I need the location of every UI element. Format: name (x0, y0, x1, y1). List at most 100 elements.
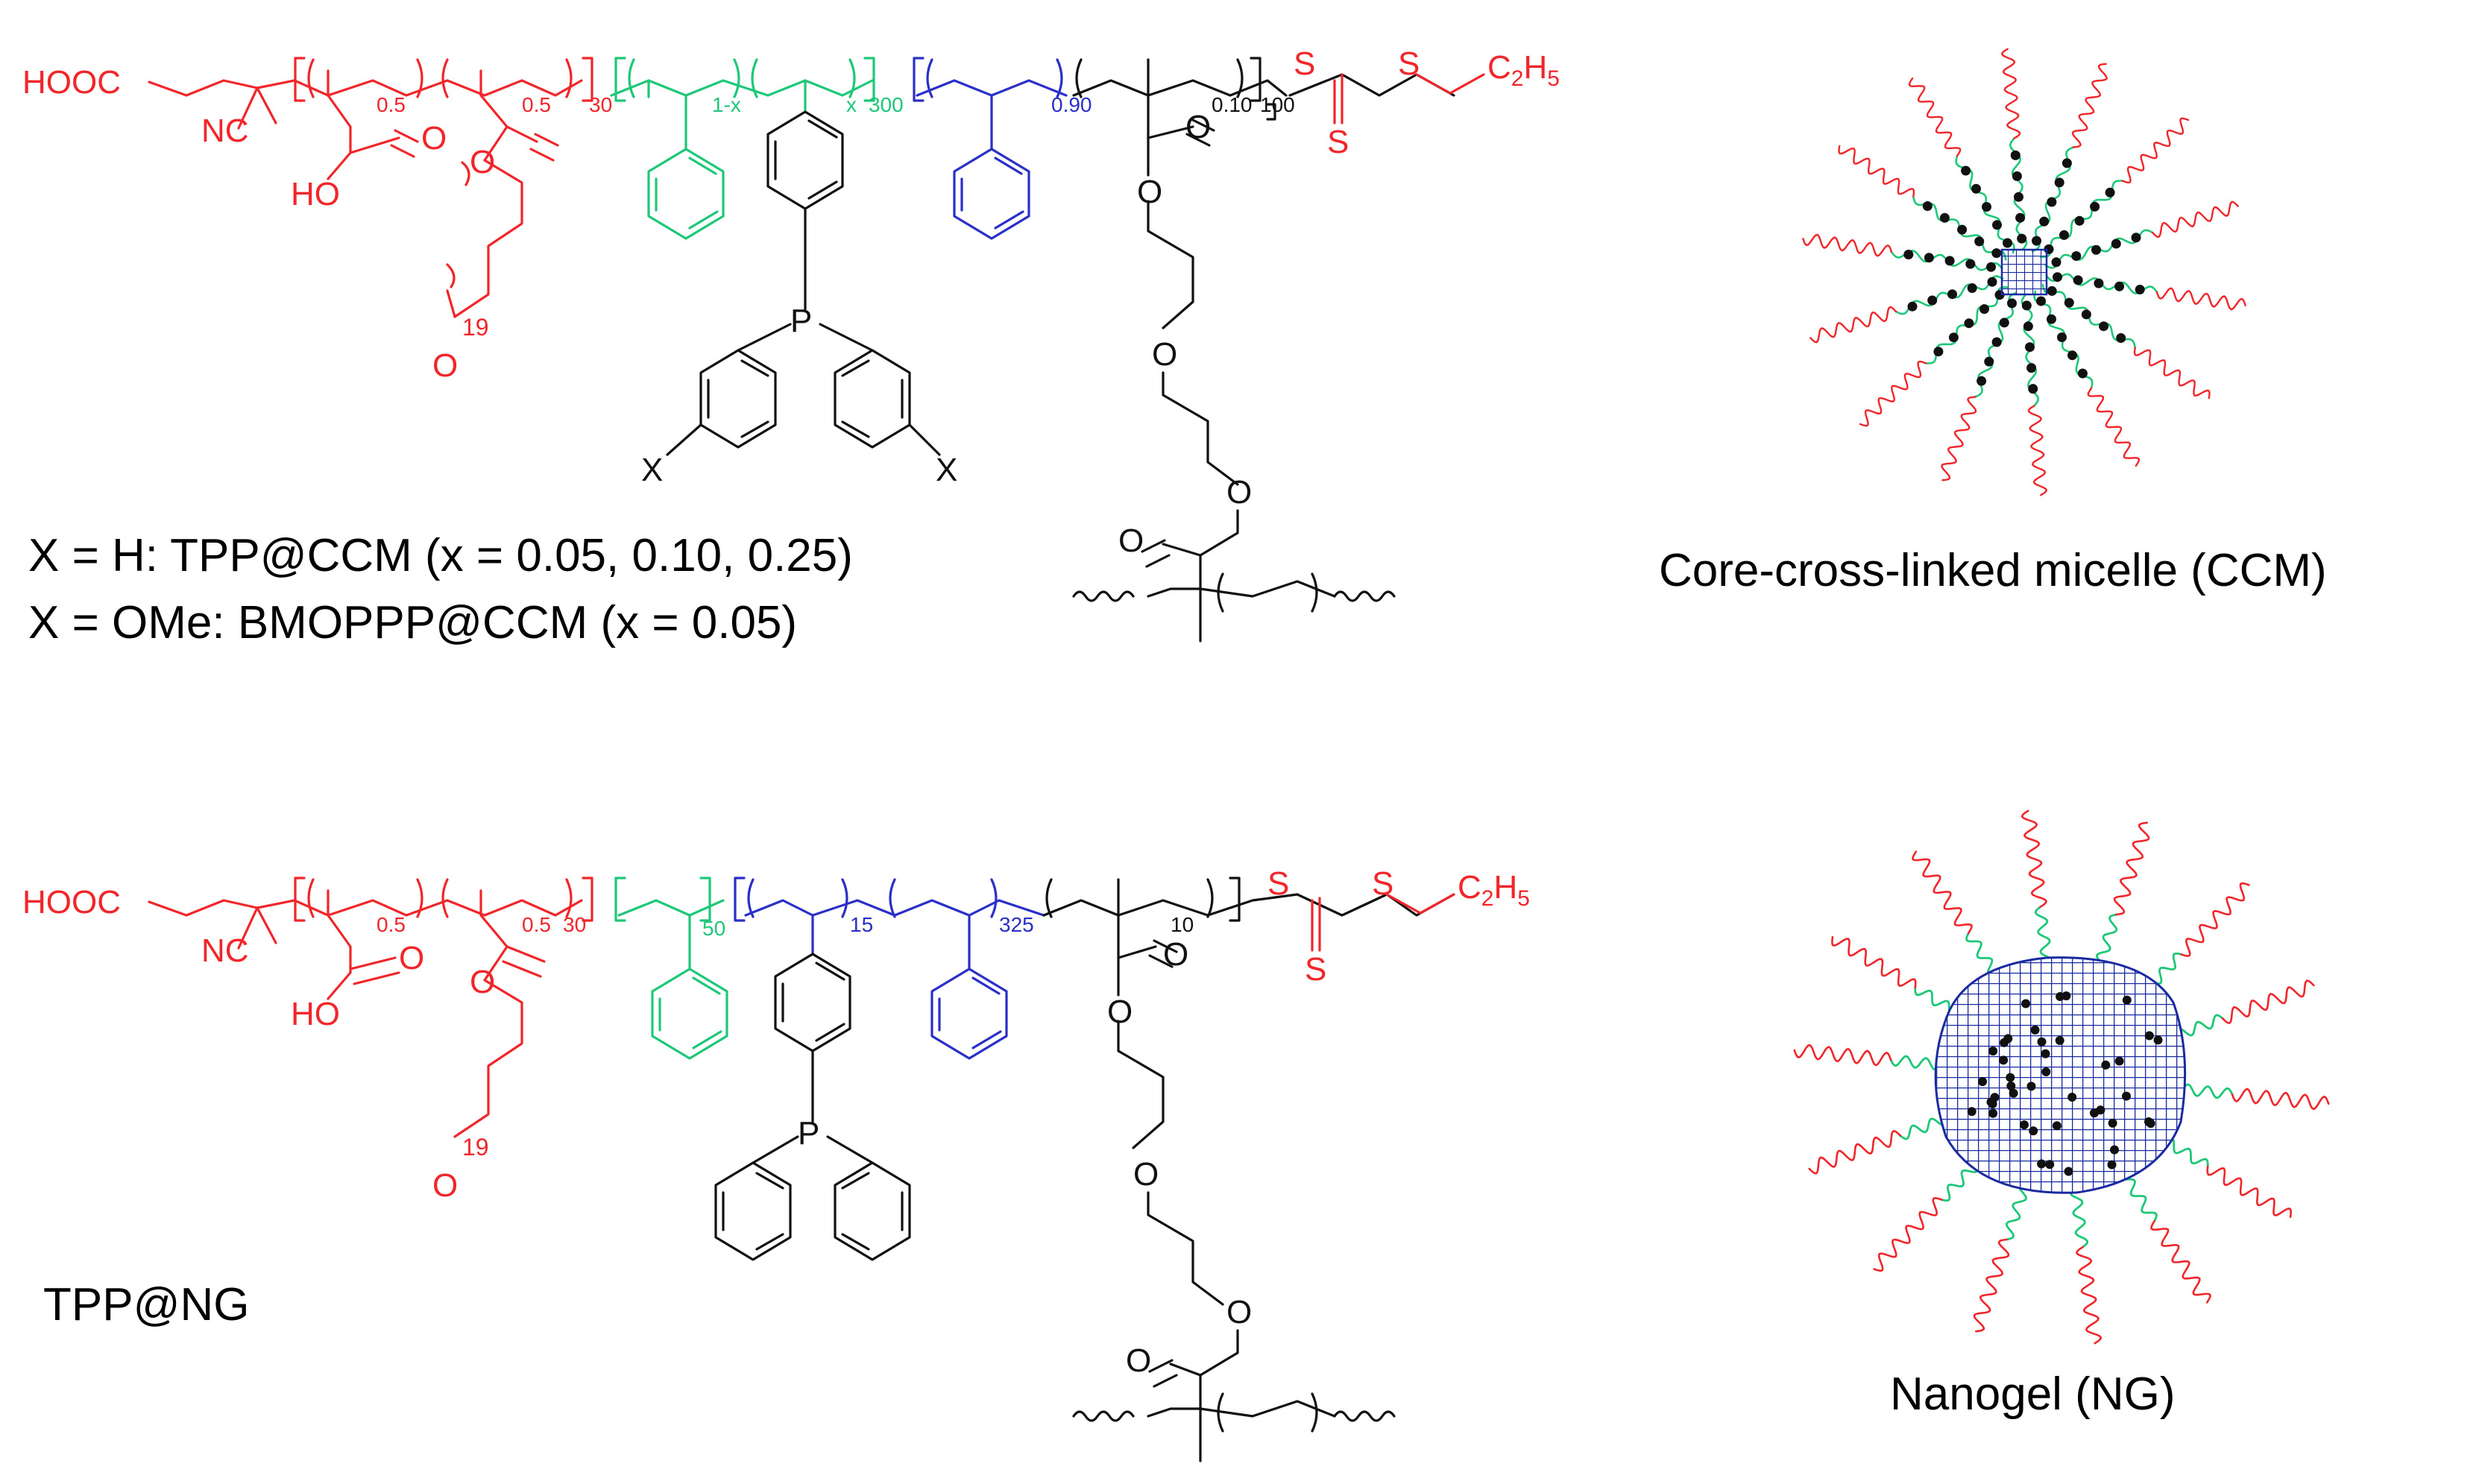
legend-line-tpp-ccm: X = H: TPP@CCM (x = 0.05, 0.10, 0.25) (28, 530, 853, 581)
bottom-hooc: HOOC (22, 884, 121, 921)
top-sub-g3: 300 (869, 93, 904, 116)
ccm-ligand-dot (1987, 277, 1997, 287)
bottom-methoxy-o: O (432, 1167, 458, 1204)
ccm-ligand-dot (1944, 256, 1955, 266)
bottom-ho: HO (291, 996, 340, 1032)
ccm-red-arm (1941, 396, 1977, 481)
ccm-label: Core-cross-linked micelle (CCM) (1659, 545, 2327, 596)
ng-ligand-dot (2122, 1091, 2131, 1101)
ng-ligand-dot (2009, 1088, 2018, 1098)
ccm-ligand-dot (1948, 332, 1959, 343)
ng-ligand-dot (2114, 1056, 2124, 1066)
ng-ligand-dot (2122, 995, 2132, 1005)
ng-red-arm (2150, 1219, 2211, 1304)
top-ether-o2: O (1152, 336, 1177, 373)
bottom-sub-g1: 50 (702, 917, 725, 940)
bottom-red-block (148, 877, 593, 1138)
ng-ligand-dot (2144, 1031, 2154, 1041)
top-sulfur-1: S (1294, 45, 1315, 82)
ccm-ligand-dot (1939, 212, 1950, 223)
ccm-ligand-dot (1986, 262, 1996, 272)
ccm-ligand-dot (2111, 239, 2121, 249)
ccm-ligand-dot (2099, 321, 2109, 332)
ng-ligand-dot (2006, 1082, 2016, 1090)
ccm-red-arm (2121, 117, 2190, 184)
ccm-ligand-dot (2026, 363, 2037, 373)
top-ester-o1: O (1185, 109, 1211, 145)
top-methoxy-o: O (432, 347, 458, 384)
ccm-ligand-dot (1991, 248, 2002, 259)
bottom-ether-o2: O (1133, 1156, 1159, 1193)
ccm-ligand-dot (2015, 212, 2026, 223)
top-green-block (610, 57, 875, 240)
bottom-sub-a3: 30 (563, 913, 586, 936)
ccm-ligand-dot (2116, 333, 2126, 343)
bottom-sulfur-1: S (1267, 865, 1289, 902)
bottom-nc: NC (201, 932, 249, 969)
ccm-ligand-dot (1977, 376, 1987, 386)
ccm-red-arm (2133, 347, 2211, 400)
bottom-ether-o: O (470, 964, 495, 1000)
top-hooc: HOOC (22, 64, 121, 101)
ccm-ligand-dot (2071, 251, 2082, 261)
ng-ligand-dot (2030, 1025, 2040, 1035)
top-sulfur-2: S (1398, 45, 1420, 82)
ng-red-arm (1973, 1238, 2010, 1333)
ng-ligand-dot (1988, 1046, 1998, 1056)
ccm-ligand-dot (1927, 295, 1938, 306)
bottom-wavy-right (1333, 1410, 1396, 1422)
ccm-red-arm (2071, 63, 2108, 148)
ccm-ligand-dot (2047, 314, 2056, 324)
ng-ligand-dot (2146, 1119, 2155, 1128)
ccm-ligand-dot (1965, 259, 1976, 269)
top-sub-k1: 0.10 (1212, 93, 1253, 116)
ng-ligand-dot (1988, 1108, 1998, 1118)
ccm-ligand-dot (2091, 244, 2101, 255)
top-polymer-structure (148, 57, 1485, 642)
ccm-ligand-dot (2007, 298, 2017, 309)
ccm-ligand-dot (2114, 281, 2125, 291)
ng-ligand-dot (2108, 1118, 2117, 1128)
bottom-blue-block (734, 877, 1045, 1060)
bottom-sub-a2: 0.5 (522, 913, 551, 936)
ng-green-arm (2005, 1181, 2027, 1241)
top-red-block (148, 57, 593, 318)
ccm-ligand-dot (1907, 301, 1918, 312)
nanogel-illustration (1793, 809, 2330, 1345)
ccm-ligand-dot (1957, 224, 1968, 235)
top-sub-a2: 0.5 (522, 93, 551, 116)
top-x-right: X (936, 452, 957, 488)
ccm-ligand-dot (1971, 183, 1981, 194)
ccm-ligand-dot (2012, 171, 2022, 181)
bottom-polymer-structure (148, 877, 1455, 1462)
ccm-ligand-dot (2131, 233, 2141, 243)
nanogel-embedded-ligands (1967, 991, 2163, 1176)
ng-ligand-dot (2090, 1108, 2099, 1118)
ccm-ligand-dot (2077, 368, 2088, 379)
ng-green-arm (2070, 1187, 2089, 1248)
top-ether-o: O (470, 144, 495, 180)
bottom-ester-o4: O (1126, 1342, 1151, 1379)
ng-ligand-dot (2052, 1121, 2061, 1131)
ng-ligand-dot (2045, 1160, 2055, 1169)
ccm-ligand-dot (1922, 201, 1933, 211)
bottom-sulfur-3: S (1305, 951, 1326, 988)
top-ethyl: C2H5 (1487, 49, 1560, 91)
top-ester-o4: O (1118, 522, 1144, 559)
ccm-ligand-dot (1947, 289, 1957, 300)
top-blue-block (913, 57, 1068, 240)
ccm-red-arm (2155, 287, 2246, 311)
top-wavy-right (1333, 590, 1396, 602)
ng-ligand-dot (2067, 1093, 2077, 1102)
ccm-ligand-dot (1982, 202, 1991, 212)
top-oxo: O (421, 120, 447, 157)
legend-tpp-ng: TPP@NG (43, 1279, 250, 1330)
bottom-sub-k1: 10 (1171, 913, 1194, 936)
bottom-sub-b1: 15 (850, 913, 873, 936)
ccm-ligand-dot (1984, 356, 1994, 367)
bottom-phosphorus: P (798, 1115, 819, 1152)
ccm-ligand-dot (2081, 309, 2091, 320)
ng-ligand-dot (2110, 1145, 2119, 1155)
bottom-sulfur-2: S (1372, 865, 1393, 902)
